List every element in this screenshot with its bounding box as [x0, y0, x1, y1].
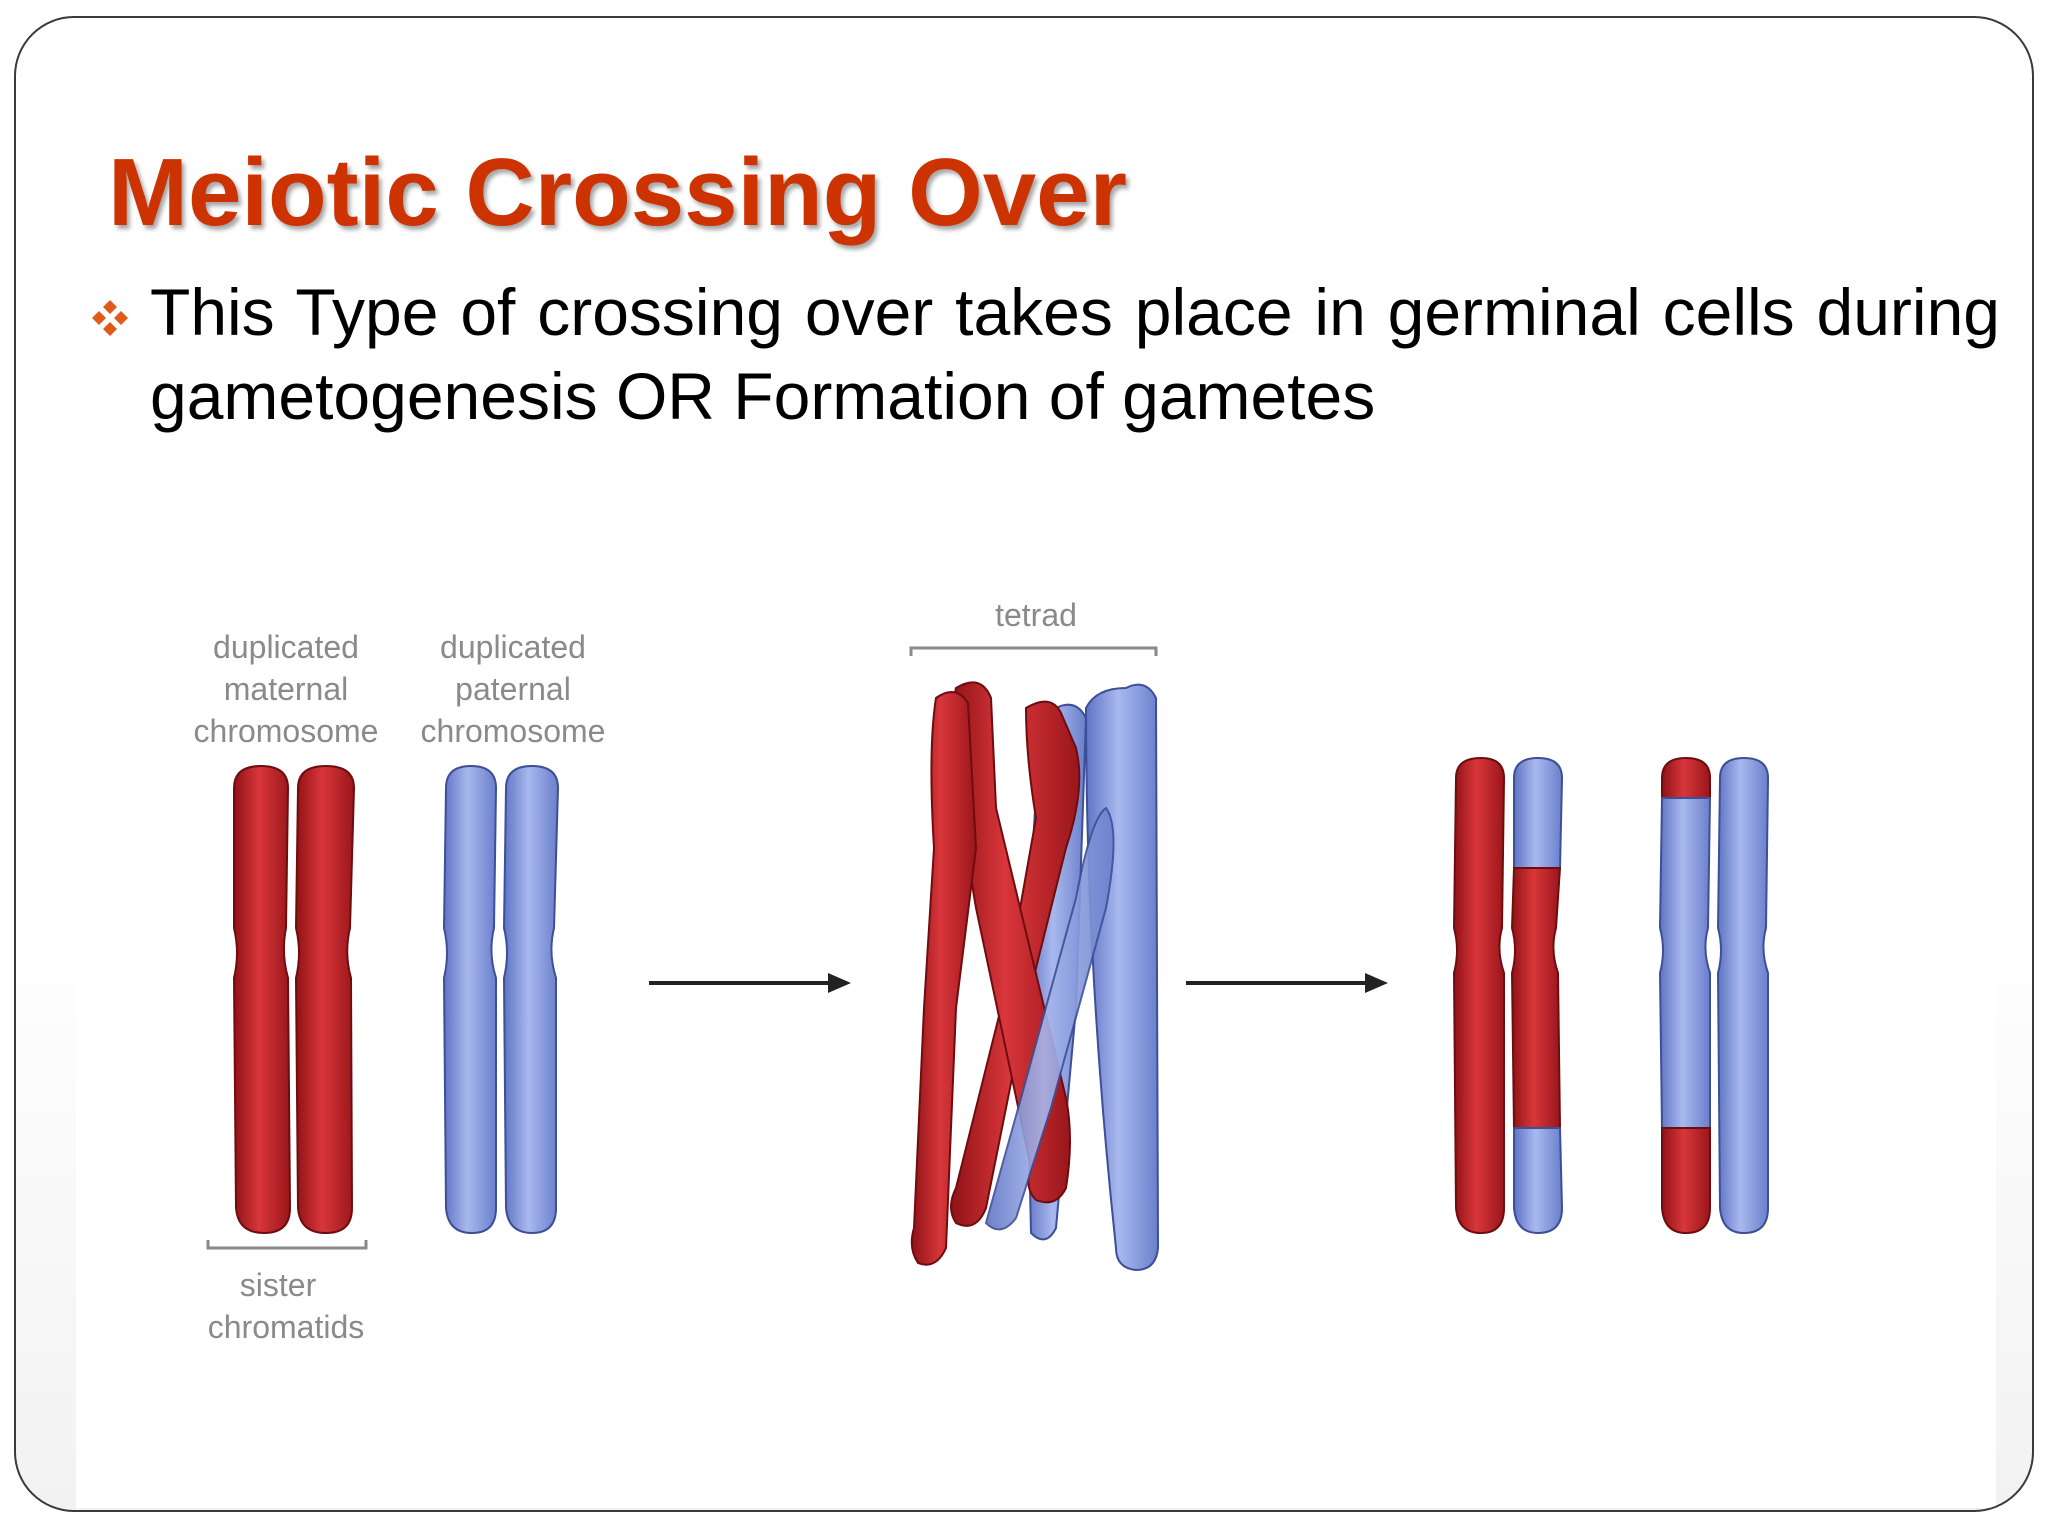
arrow-1: [649, 973, 851, 993]
tetrad-chromosomes: [910, 681, 1160, 1272]
bullet-text: This Type of crossing over takes place i…: [150, 275, 2000, 433]
slide-title: Meiotic Crossing Over: [108, 139, 1127, 246]
svg-text:sister: sister: [240, 1267, 317, 1303]
recombinant-chromosome-1: [1452, 756, 1564, 1235]
svg-text:duplicated: duplicated: [213, 629, 359, 665]
arrow-2: [1186, 973, 1388, 993]
paternal-label: duplicated paternal chromosome: [421, 629, 606, 749]
sister-chromatids-label: sister chromatids: [208, 1267, 365, 1345]
paternal-chromosome: [442, 764, 560, 1235]
bullet-item: This Type of crossing over takes place i…: [90, 270, 2000, 438]
maternal-label: duplicated maternal chromosome: [194, 629, 379, 749]
diamond-bullet-icon: [92, 300, 128, 336]
svg-text:chromosome: chromosome: [194, 713, 379, 749]
svg-text:maternal: maternal: [224, 671, 349, 707]
tetrad-label: tetrad: [995, 597, 1077, 633]
svg-text:chromosome: chromosome: [421, 713, 606, 749]
slide: Meiotic Crossing Over This Type of cross…: [14, 16, 2034, 1512]
maternal-chromosome: [232, 764, 356, 1235]
svg-text:chromatids: chromatids: [208, 1309, 365, 1345]
tetrad-bracket: [909, 646, 1158, 656]
svg-text:paternal: paternal: [455, 671, 571, 707]
crossing-over-diagram: duplicated maternal chromosome duplicate…: [76, 488, 1996, 1508]
sister-bracket: [206, 1240, 368, 1250]
svg-text:duplicated: duplicated: [440, 629, 586, 665]
diagram-svg: duplicated maternal chromosome duplicate…: [194, 597, 1770, 1345]
recombinant-chromosome-2: [1658, 756, 1770, 1235]
